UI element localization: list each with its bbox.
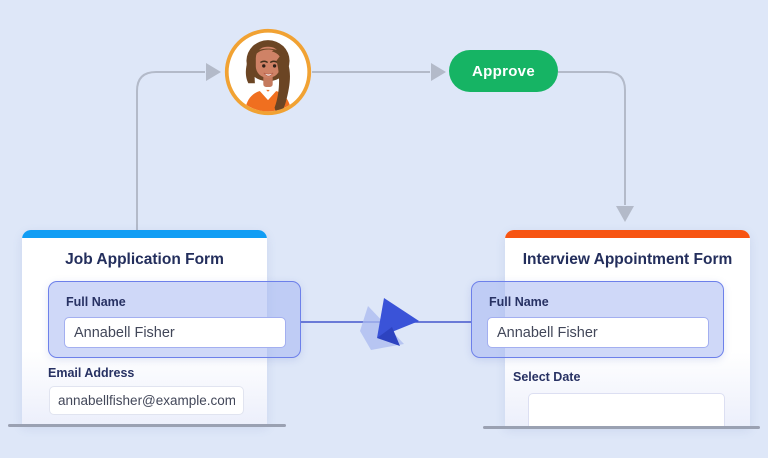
email-address-input[interactable] <box>49 386 244 415</box>
arrowhead-icon <box>616 206 634 222</box>
full-name-input[interactable] <box>487 317 709 348</box>
full-name-label: Full Name <box>66 295 126 309</box>
connector-job-to-approver <box>136 71 205 230</box>
email-address-label: Email Address <box>48 366 135 380</box>
connector-approve-to-interview <box>558 71 626 205</box>
full-name-input[interactable] <box>64 317 286 348</box>
arrowhead-icon <box>206 63 221 81</box>
select-date-label: Select Date <box>513 370 581 384</box>
job-form-accent-bar <box>22 230 267 238</box>
interview-form-baseline <box>483 426 760 429</box>
interview-form-accent-bar <box>505 230 750 238</box>
arrowhead-icon <box>431 63 446 81</box>
job-form-baseline <box>8 424 286 427</box>
full-name-label: Full Name <box>489 295 549 309</box>
woman-avatar-icon <box>224 28 312 116</box>
interview-form-title: Interview Appointment Form <box>522 251 733 268</box>
approve-button[interactable]: Approve <box>449 50 558 92</box>
job-form-title: Job Application Form <box>65 251 224 268</box>
interview-form-fullname-highlight: Full Name <box>471 281 724 358</box>
approver-avatar <box>223 27 313 117</box>
job-form-fullname-highlight: Full Name <box>48 281 301 358</box>
select-date-input[interactable] <box>528 393 725 427</box>
